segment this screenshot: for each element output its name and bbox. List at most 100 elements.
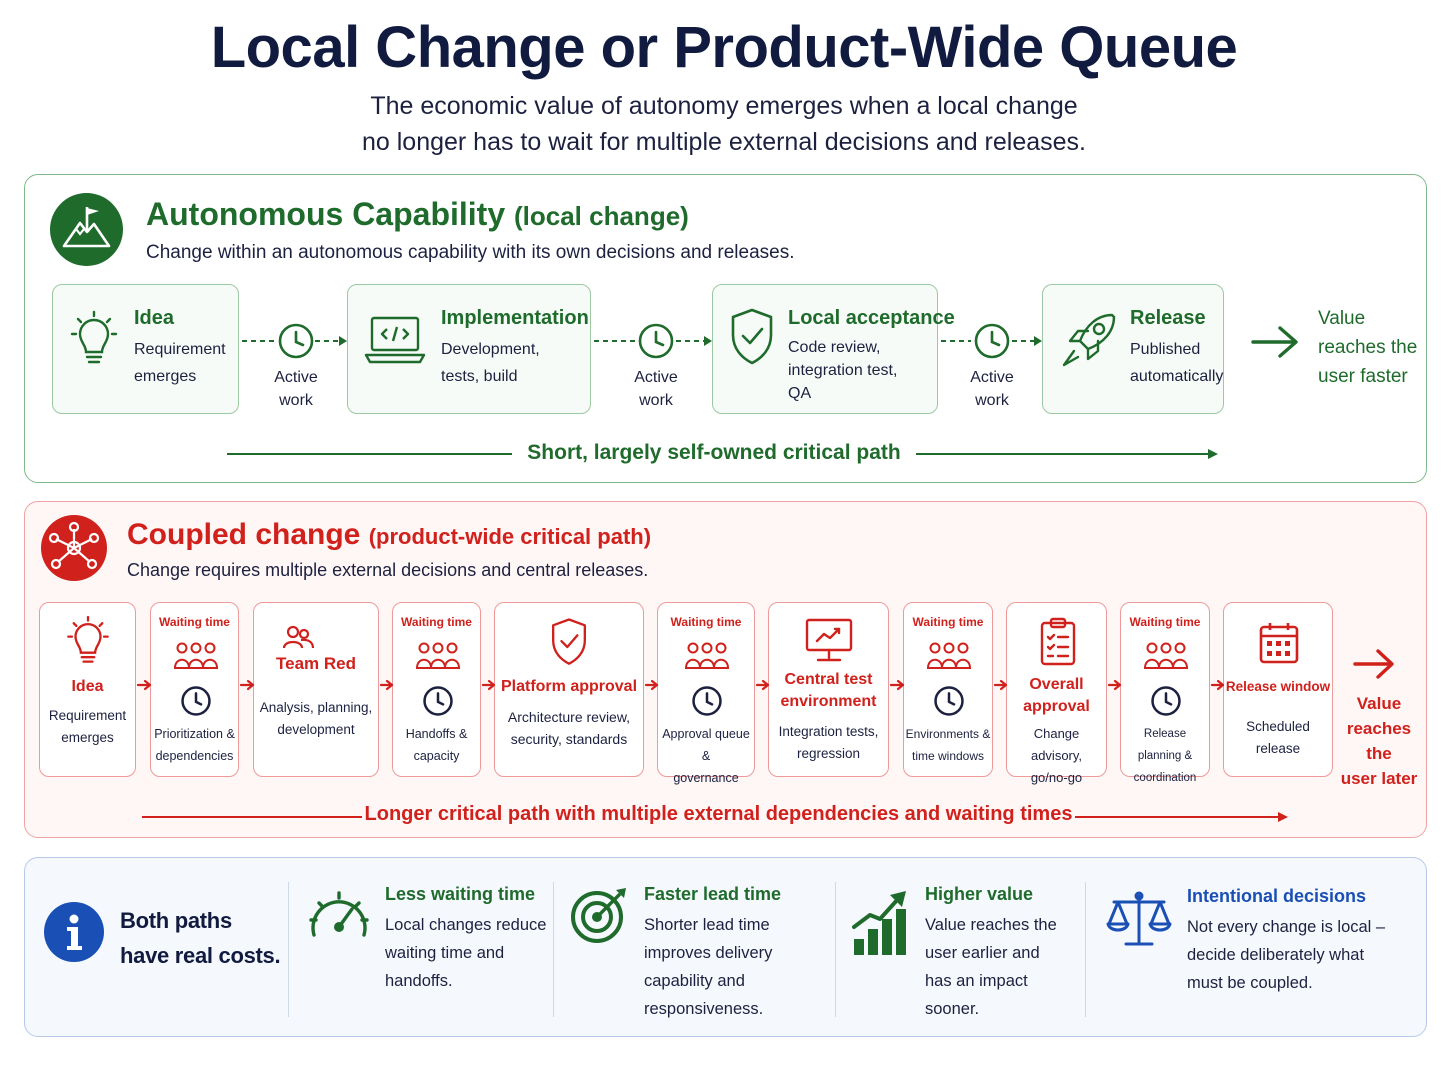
speedometer-icon [309, 891, 369, 937]
summary-divider [1085, 882, 1086, 1017]
summary-panel [24, 857, 1427, 1037]
auto-step-local-acceptance [712, 284, 938, 414]
coupled-description: Change requires multiple external decisi… [127, 560, 649, 580]
wait-reason-text: Release planning &coordination [1133, 728, 1197, 784]
mountain-flag-icon [50, 193, 123, 266]
scales-icon [1106, 891, 1172, 946]
page-title: Local Change or Product-Wide Queue [210, 15, 1238, 80]
arrow-right-icon [1251, 326, 1298, 358]
clock-icon [934, 686, 964, 716]
summary-item-title: Intentional decisions [1187, 886, 1367, 906]
coupled-wait-box: Waiting time Environments &time windows [903, 602, 993, 777]
auto-step-text: Code review,integration test,QA [788, 339, 898, 402]
clock-icon [423, 686, 453, 716]
clock-icon [278, 323, 314, 359]
auto-step-idea [52, 284, 239, 414]
arrow-right-icon [1353, 649, 1394, 679]
shield-check-icon [731, 308, 773, 365]
clock-icon [181, 686, 211, 716]
coupled-wait-box: Waiting time Prioritization &dependencie… [150, 602, 239, 777]
summary-item-title: Higher value [925, 884, 1034, 904]
coupled-critical-path-label: Longer critical path with multiple exter… [364, 803, 1073, 825]
coupled-title: Coupled change (product-wide critical pa… [127, 518, 652, 551]
clock-icon [638, 323, 674, 359]
coupled-step-team-red: Team Red Analysis, planning,development [253, 602, 379, 777]
subtitle-line-1: The economic value of autonomy emerges w… [370, 92, 1078, 120]
target-icon [571, 888, 626, 943]
people-group-icon [926, 642, 972, 669]
waiting-time-label: Waiting time [670, 615, 742, 629]
calendar-icon [1259, 623, 1299, 664]
summary-divider [288, 882, 289, 1017]
people-group-icon [173, 642, 219, 669]
coupled-step-platform-approval: Platform approval Architecture review,se… [494, 602, 644, 777]
coupled-step-title: Idea [71, 678, 104, 695]
wait-reason-text: Handoffs &capacity [405, 727, 468, 763]
auto-step-text: Development,tests, build [441, 341, 540, 385]
auto-step-title: Idea [134, 307, 175, 329]
summary-divider [835, 882, 836, 1017]
autonomous-title: Autonomous Capability (local change) [146, 196, 689, 232]
auto-critical-path-label: Short, largely self-owned critical path [527, 441, 901, 464]
autonomous-description: Change within an autonomous capability w… [146, 242, 795, 263]
waiting-time-label: Waiting time [912, 615, 984, 629]
people-icon [282, 625, 315, 649]
auto-step-release [1042, 284, 1224, 414]
rocket-icon [1062, 313, 1116, 367]
info-icon [44, 902, 104, 962]
auto-step-title: Local acceptance [788, 307, 955, 329]
coupled-step-text: Integration tests,regression [778, 724, 879, 761]
coupled-wait-box: Waiting time Handoffs &capacity [392, 602, 481, 777]
growth-chart-icon [852, 891, 906, 955]
clock-icon [692, 686, 722, 716]
waiting-time-label: Waiting time [159, 615, 230, 629]
auto-step-title: Implementation [441, 307, 589, 329]
wait-reason-text: Prioritization &dependencies [154, 727, 235, 763]
coupled-step-text: Architecture review,security, standards [507, 709, 631, 747]
summary-item-text: Not every change is local –decide delibe… [1187, 918, 1386, 992]
people-group-icon [415, 642, 461, 669]
coupled-wait-box: Waiting time Approval queue &governance [657, 602, 755, 785]
wait-reason-text: Environments &time windows [905, 727, 991, 763]
clock-icon [1151, 686, 1181, 716]
waiting-time-label: Waiting time [1129, 615, 1201, 629]
lightbulb-icon [70, 310, 118, 364]
network-hub-icon [41, 515, 107, 581]
summary-item-title: Faster lead time [644, 884, 782, 904]
laptop-code-icon [364, 316, 426, 364]
people-group-icon [1143, 642, 1189, 669]
clock-icon [974, 323, 1010, 359]
coupled-step-text: Analysis, planning,development [259, 700, 373, 737]
people-group-icon [684, 642, 730, 669]
summary-item-title: Less waiting time [385, 884, 536, 904]
shield-check-icon [552, 618, 586, 665]
coupled-step-title: Platform approval [500, 678, 638, 695]
subtitle-line-2: no longer has to wait for multiple exter… [361, 128, 1086, 156]
waiting-time-label: Waiting time [401, 615, 472, 629]
monitor-chart-icon [805, 618, 853, 662]
coupled-step-text: Change advisory,go/no-go [1030, 726, 1083, 785]
coupled-step-title: Release window [1225, 679, 1331, 694]
summary-divider [553, 882, 554, 1017]
coupled-step-title: Team Red [276, 654, 356, 673]
